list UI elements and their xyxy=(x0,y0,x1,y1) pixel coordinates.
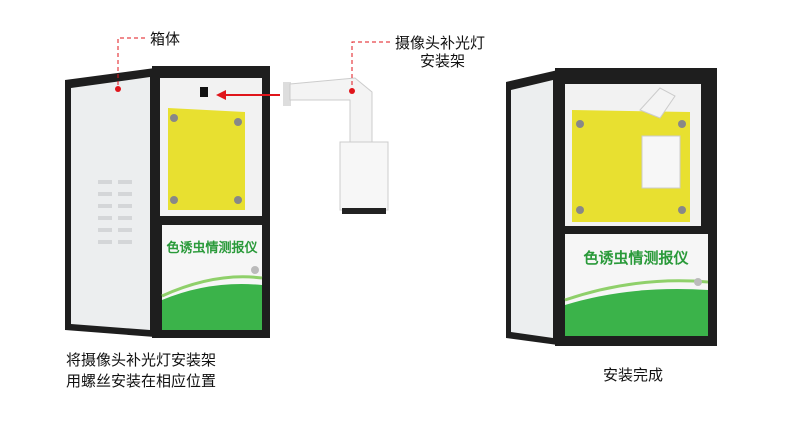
label-box-body: 箱体 xyxy=(150,30,181,48)
arrow-icon xyxy=(216,90,226,100)
panel-text-right: 色诱虫情测报仪 xyxy=(583,249,689,267)
device-before xyxy=(65,66,270,338)
label-bracket-2: 安装架 xyxy=(420,52,466,70)
label-bracket-1: 摄像头补光灯 xyxy=(395,34,486,52)
camera-bracket xyxy=(283,77,389,214)
instruction-line-1: 将摄像头补光灯安装架 xyxy=(66,351,217,369)
yellow-sticky-board xyxy=(168,108,245,210)
label-done: 安装完成 xyxy=(603,366,664,384)
panel-text-left: 色诱虫情测报仪 xyxy=(166,240,258,256)
device-after xyxy=(506,68,717,346)
instruction-line-2: 用螺丝安装在相应位置 xyxy=(66,372,217,390)
